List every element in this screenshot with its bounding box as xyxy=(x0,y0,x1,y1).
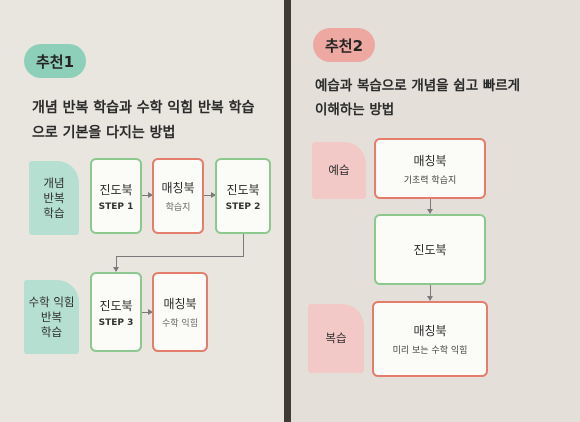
arrow-right xyxy=(142,192,153,198)
recommendation-1-badge: 추천1 xyxy=(24,44,86,78)
box-title: 진도북 xyxy=(99,298,133,313)
left-title-line-1: 개념 반복 학습과 수학 익힘 반복 학습 xyxy=(32,100,255,116)
box-subtitle: STEP 2 xyxy=(225,201,261,212)
review-label: 복습 xyxy=(308,304,364,373)
left-page: 추천1 개념 반복 학습과 수학 익힘 반복 학습 으로 기본을 다지는 방법 … xyxy=(0,0,284,422)
right-page: 추천2 예습과 복습으로 개념을 쉽고 빠르게 이해하는 방법 예습 매칭북 기… xyxy=(291,0,580,422)
box-title: 진도북 xyxy=(99,182,133,197)
preview-label: 예습 xyxy=(312,142,366,199)
box-subtitle: 수학 익힘 xyxy=(162,319,198,329)
right-title-line-1: 예습과 복습으로 개념을 쉽고 빠르게 xyxy=(315,78,521,94)
label-line: 학습 xyxy=(40,324,63,339)
box-title: 진도북 xyxy=(413,243,447,257)
label-line: 수학 익힘 xyxy=(28,294,75,309)
arrow-right xyxy=(142,309,153,315)
label-line: 반복 xyxy=(40,309,63,324)
page-gutter xyxy=(284,0,291,422)
recommendation-2-badge: 추천2 xyxy=(313,28,375,62)
arrow-right xyxy=(204,192,216,198)
box-subtitle: STEP 3 xyxy=(98,317,134,328)
connector-line xyxy=(116,256,244,257)
progress-book-step3-box: 진도북 STEP 3 xyxy=(90,272,142,352)
concept-repeat-label: 개념 반복 학습 xyxy=(29,161,79,235)
box-title: 진도북 xyxy=(226,182,260,197)
matching-book-basic-worksheet-box: 매칭북 기초력 학습지 xyxy=(374,138,486,199)
arrow-down xyxy=(427,285,433,301)
box-subtitle: STEP 1 xyxy=(98,201,134,212)
arrow-down xyxy=(113,256,119,272)
label-line: 반복 xyxy=(43,190,65,205)
box-title: 매칭북 xyxy=(413,153,447,168)
progress-book-step2-box: 진도북 STEP 2 xyxy=(215,158,271,234)
box-subtitle: 미리 보는 수학 익힘 xyxy=(392,346,468,356)
box-title: 매칭북 xyxy=(413,324,447,338)
matching-book-preview-practice-box: 매칭북 미리 보는 수학 익힘 xyxy=(372,301,488,377)
box-title: 매칭북 xyxy=(161,181,195,195)
progress-book-step1-box: 진도북 STEP 1 xyxy=(90,158,142,234)
box-subtitle: 기초력 학습지 xyxy=(403,175,457,186)
matching-book-practice-box: 매칭북 수학 익힘 xyxy=(152,272,208,352)
arrow-down xyxy=(427,199,433,214)
left-title-line-2: 으로 기본을 다지는 방법 xyxy=(32,125,176,141)
connector-line xyxy=(243,234,244,256)
practice-repeat-label: 수학 익힘 반복 학습 xyxy=(24,280,79,354)
box-subtitle: 학습지 xyxy=(165,203,191,213)
right-title-line-2: 이해하는 방법 xyxy=(315,102,395,118)
label-line: 학습 xyxy=(43,205,65,220)
progress-book-box: 진도북 xyxy=(374,214,486,285)
box-title: 매칭북 xyxy=(163,297,197,311)
matching-book-worksheet-box: 매칭북 학습지 xyxy=(152,158,204,234)
label-line: 개념 xyxy=(43,175,65,190)
